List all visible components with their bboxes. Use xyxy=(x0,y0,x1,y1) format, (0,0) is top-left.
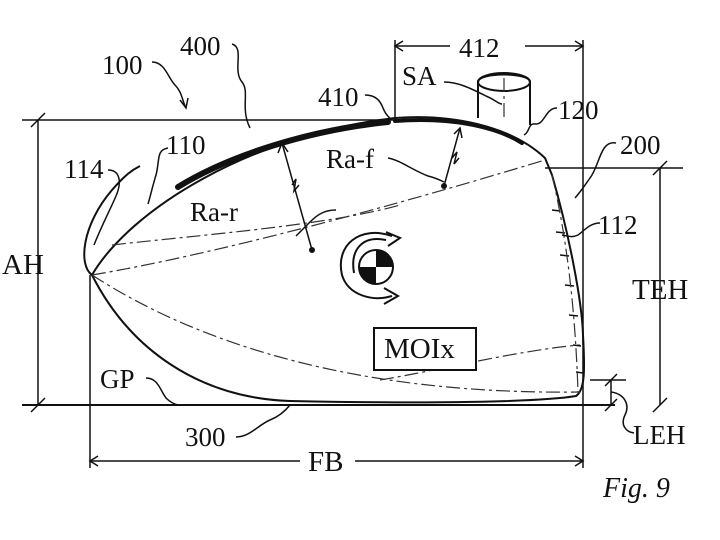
label-ah: AH xyxy=(2,249,44,281)
leader-ra-f xyxy=(388,158,444,182)
label-sa: SA xyxy=(402,61,437,91)
label-ra-r: Ra-r xyxy=(190,197,238,227)
label-120: 120 xyxy=(558,95,599,125)
label-114: 114 xyxy=(64,154,104,184)
label-moix: MOIx xyxy=(384,333,455,365)
label-leh: LEH xyxy=(633,420,685,450)
leader-400 xyxy=(232,44,250,128)
label-410: 410 xyxy=(318,82,359,112)
label-100: 100 xyxy=(102,50,143,80)
label-412: 412 xyxy=(459,33,500,63)
leader-410 xyxy=(365,95,392,120)
leader-200 xyxy=(575,143,616,198)
label-200: 200 xyxy=(620,130,661,160)
label-fb: FB xyxy=(308,446,343,478)
leader-110 xyxy=(148,148,168,204)
label-300: 300 xyxy=(185,422,226,452)
leader-sa xyxy=(444,82,502,104)
label-gp: GP xyxy=(100,364,135,394)
figure-caption: Fig. 9 xyxy=(602,473,670,504)
leader-120 xyxy=(524,108,557,135)
label-110: 110 xyxy=(166,130,206,160)
label-teh: TEH xyxy=(632,274,688,306)
crown-sole-junction xyxy=(92,160,545,275)
label-ra-f: Ra-f xyxy=(326,144,374,174)
label-400: 400 xyxy=(180,31,221,61)
label-112: 112 xyxy=(598,210,638,240)
leader-gp xyxy=(146,378,178,405)
leader-300 xyxy=(236,405,290,437)
